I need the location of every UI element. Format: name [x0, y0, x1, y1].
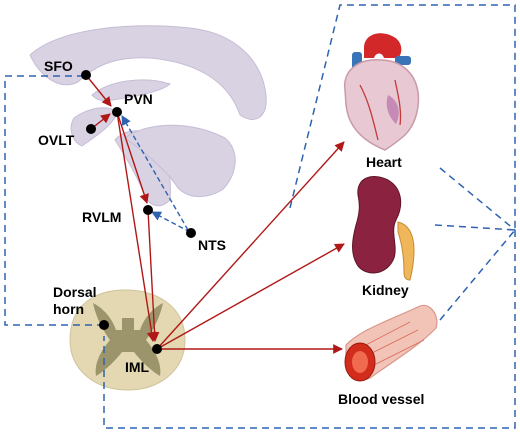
- label-nts: NTS: [198, 237, 226, 253]
- nuclei-nodes: [81, 70, 196, 354]
- label-kidney: Kidney: [362, 282, 409, 298]
- heart-organ-icon: [344, 33, 420, 151]
- label-pvn: PVN: [124, 91, 153, 107]
- node-iml: [152, 344, 162, 354]
- blood-vessel-icon: [344, 304, 438, 382]
- label-ovlt: OVLT: [38, 132, 75, 148]
- kidney-organ-icon: [352, 176, 415, 281]
- brain-section-icon: [29, 25, 267, 207]
- label-sfo: SFO: [44, 58, 73, 74]
- node-pvn: [112, 107, 122, 117]
- label-rvlm: RVLM: [82, 209, 121, 225]
- label-blood-vessel: Blood vessel: [338, 391, 424, 407]
- afferent-arrows: [121, 115, 191, 233]
- node-nts: [186, 228, 196, 238]
- label-dorsal-horn-line2: horn: [53, 301, 84, 317]
- label-dorsal-horn-line1: Dorsal: [53, 284, 97, 300]
- label-iml: IML: [125, 359, 150, 375]
- feedback-dashed-lines: [4, 4, 516, 429]
- node-dorsal-horn: [99, 320, 109, 330]
- node-sfo: [81, 70, 91, 80]
- node-rvlm: [143, 205, 153, 215]
- label-heart: Heart: [366, 154, 402, 170]
- node-ovlt: [86, 124, 96, 134]
- spinal-cord-section-icon: [69, 289, 186, 391]
